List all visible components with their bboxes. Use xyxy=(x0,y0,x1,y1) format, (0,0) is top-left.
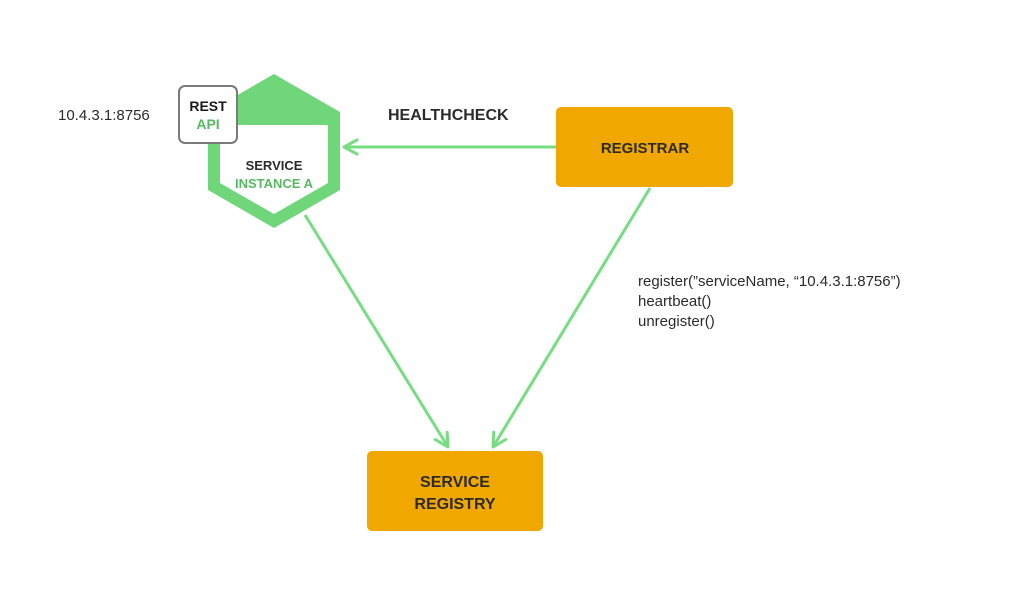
service-instance-node: SERVICE INSTANCE A xyxy=(208,74,340,228)
registrar-call-register: register(”serviceName, “10.4.3.1:8756”) xyxy=(638,273,901,290)
registrar-node: REGISTRAR xyxy=(556,107,733,187)
registrar-call-heartbeat: heartbeat() xyxy=(638,293,711,310)
registrar-label: REGISTRAR xyxy=(601,140,690,157)
service-instance-address: 10.4.3.1:8756 xyxy=(58,107,150,124)
registrar-call-unregister: unregister() xyxy=(638,313,715,330)
service-registry-label-line1: SERVICE xyxy=(420,474,490,491)
rest-api-badge-line2: API xyxy=(196,116,219,132)
service-instance-label-line2: INSTANCE A xyxy=(235,176,314,191)
service-instance-hexagon-inner xyxy=(220,125,328,214)
healthcheck-label: HEALTHCHECK xyxy=(388,107,509,124)
service-instance-label-line1: SERVICE xyxy=(246,158,303,173)
rest-api-badge-line1: REST xyxy=(189,98,227,114)
service-registry-node: SERVICE REGISTRY xyxy=(367,451,543,531)
instance-to-registry-arrow xyxy=(303,214,450,449)
registrar-to-registry-arrow xyxy=(491,187,652,449)
registrar-calls: register(”serviceName, “10.4.3.1:8756”) … xyxy=(638,273,901,330)
registrar-box xyxy=(556,107,733,187)
service-registry-label-line2: REGISTRY xyxy=(414,496,496,513)
rest-api-badge-box xyxy=(178,85,238,144)
service-registry-box xyxy=(367,451,543,531)
rest-api-badge: REST API xyxy=(178,85,238,144)
